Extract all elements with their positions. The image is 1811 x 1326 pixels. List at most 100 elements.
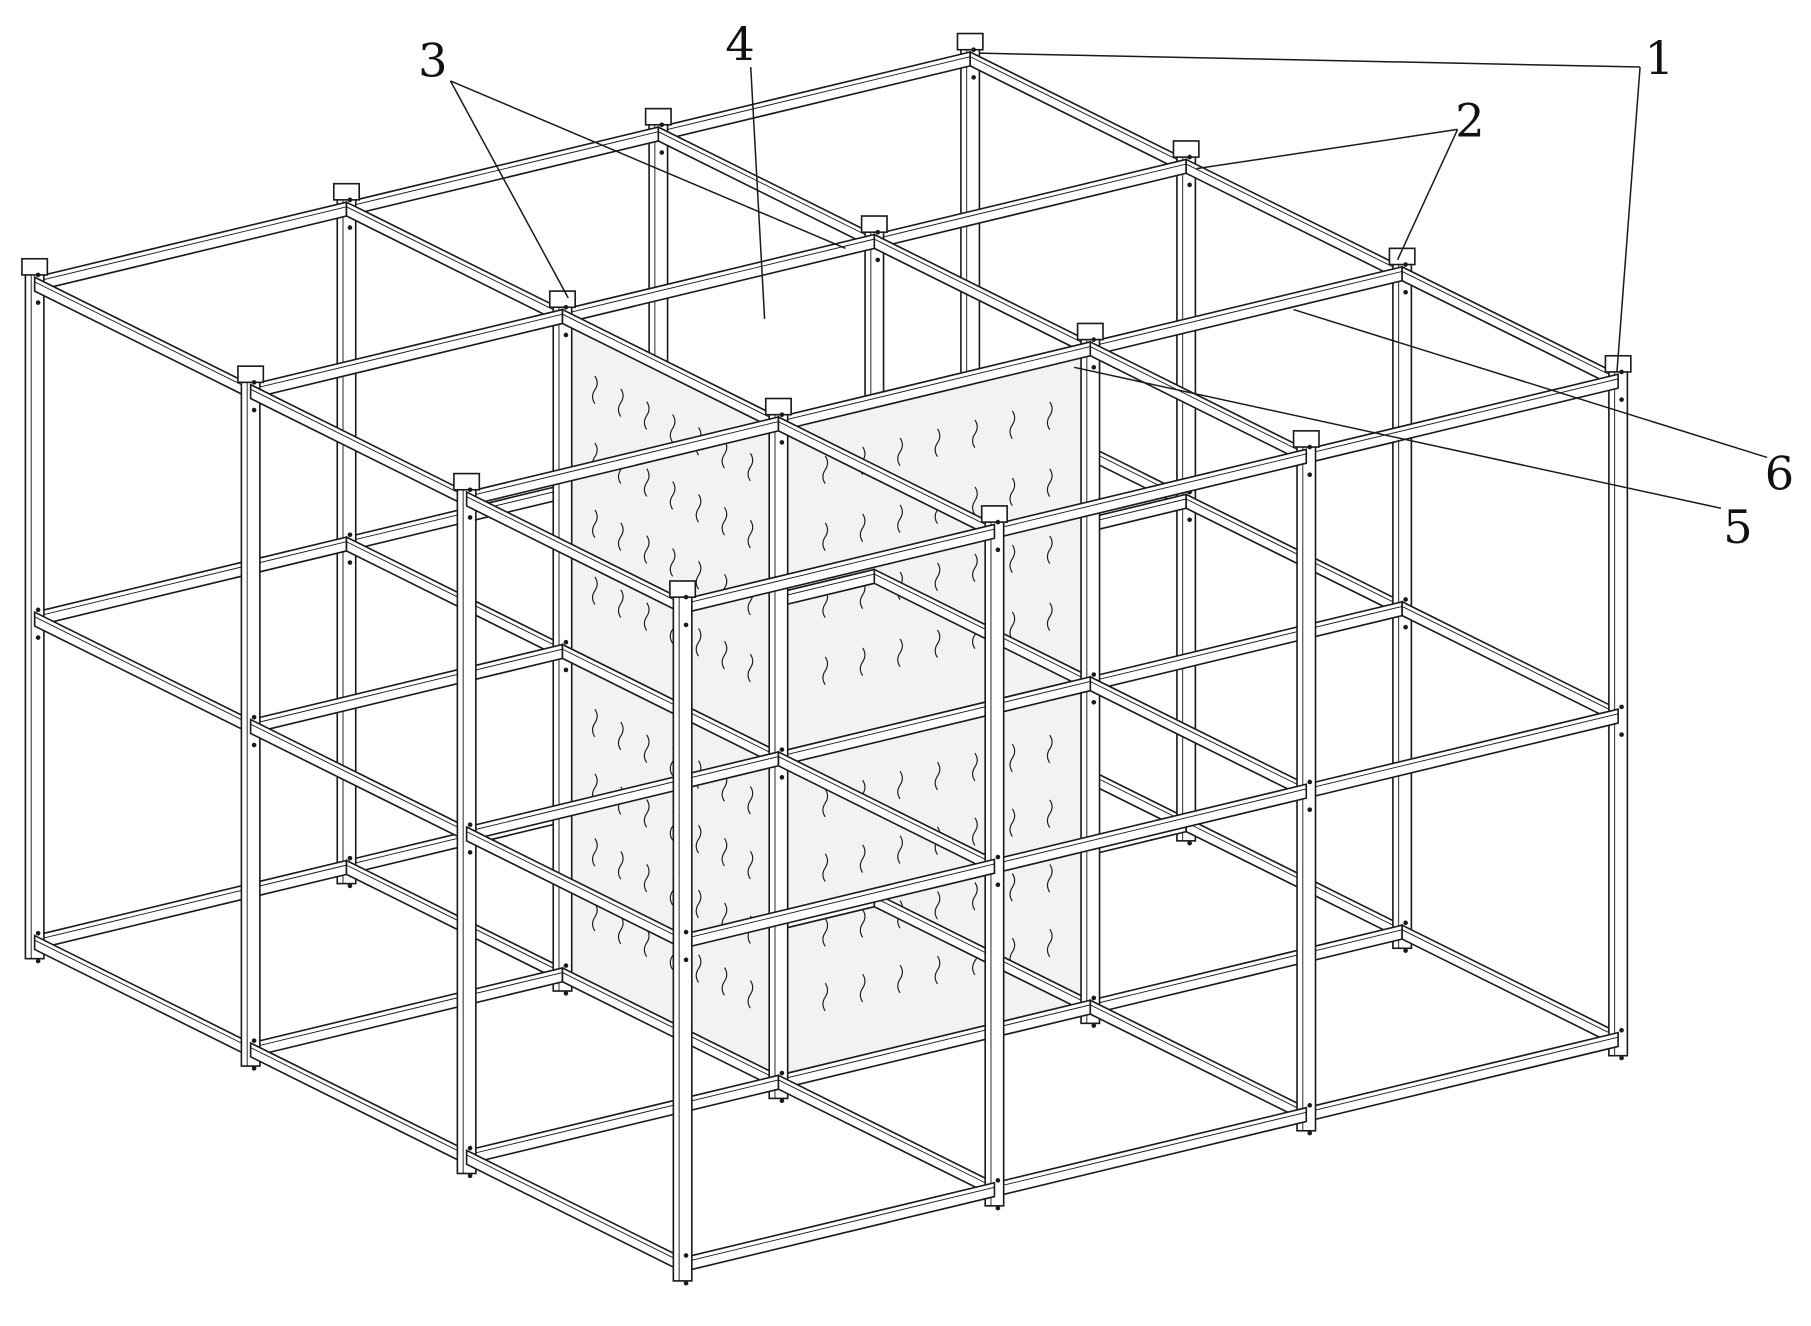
panel-wave-mark xyxy=(617,721,624,751)
panel-wave-mark xyxy=(934,428,941,457)
bolt-hole xyxy=(467,1145,473,1151)
corner-connector xyxy=(453,472,481,491)
panel-wave-mark xyxy=(617,388,624,417)
beam-face xyxy=(1089,265,1403,357)
bolt-hole xyxy=(1307,472,1313,478)
bolt-hole xyxy=(659,150,665,155)
bolt-hole xyxy=(971,47,976,53)
panel-wave-mark xyxy=(822,918,829,947)
panel-wave-mark xyxy=(897,504,903,533)
leader-5 xyxy=(1073,366,1722,509)
bolt-hole xyxy=(779,1098,785,1104)
panel-wave-mark xyxy=(934,761,941,791)
bolt-hole xyxy=(35,607,41,613)
bolt-hole xyxy=(1619,704,1624,710)
beam-edge xyxy=(1090,271,1403,347)
panel-wave-mark xyxy=(643,734,650,763)
panel-wave-mark xyxy=(747,850,754,880)
panel-wave-mark xyxy=(695,494,702,523)
beam-edge xyxy=(994,788,1307,865)
bolt-hole xyxy=(971,75,976,80)
beam-edge xyxy=(34,281,251,390)
bolt-hole xyxy=(35,930,41,936)
corner-connector xyxy=(332,182,361,201)
bolt-hole xyxy=(683,957,689,963)
panel-wave-mark xyxy=(934,562,941,591)
corner-connector xyxy=(764,397,792,416)
bolt-hole xyxy=(683,929,689,935)
panel-wave-mark xyxy=(643,799,650,828)
panel-wave-mark xyxy=(695,825,702,854)
bolt-hole xyxy=(1187,840,1192,846)
beam-along-right xyxy=(1305,1031,1619,1123)
beam-face xyxy=(777,1074,996,1198)
corner-connector xyxy=(860,215,888,234)
bolt-hole xyxy=(683,622,689,628)
panel-wave-mark xyxy=(1009,544,1016,573)
panel-wave-mark xyxy=(1046,468,1053,497)
beam-along-left xyxy=(1401,923,1619,1048)
corner-connector xyxy=(1172,140,1200,158)
callout-4: 4 xyxy=(725,17,754,71)
beam-edge xyxy=(874,573,1091,682)
bolt-hole xyxy=(347,532,353,538)
panel-wave-mark xyxy=(591,902,598,932)
leader-1b xyxy=(1616,66,1641,373)
beam-edge xyxy=(1306,378,1619,455)
beam-edge xyxy=(1090,346,1307,455)
beam-face xyxy=(993,1106,1308,1198)
beam-along-left xyxy=(1401,600,1619,725)
beam-edge xyxy=(466,756,779,833)
panel-wave-mark xyxy=(1009,808,1016,837)
bolt-hole xyxy=(779,1070,785,1076)
bolt-hole xyxy=(347,225,353,230)
bolt-hole xyxy=(875,229,881,235)
callout-6: 6 xyxy=(1765,447,1794,501)
callout-3: 3 xyxy=(418,33,447,87)
bolt-hole xyxy=(1619,1027,1624,1033)
bolt-hole xyxy=(1403,948,1408,953)
bolt-hole xyxy=(251,714,257,720)
beam-along-right xyxy=(33,201,348,293)
bolt-hole xyxy=(563,667,569,673)
panel-wave-mark xyxy=(897,964,903,994)
beam-edge xyxy=(658,56,971,133)
beam-edge xyxy=(778,756,995,865)
beam-face xyxy=(249,966,564,1058)
panel-wave-mark xyxy=(1009,410,1016,439)
bolt-hole xyxy=(1091,1023,1097,1028)
callout-2: 2 xyxy=(1455,93,1484,147)
leader-2a xyxy=(1196,128,1458,170)
beam-face xyxy=(465,1149,684,1273)
beam-edge xyxy=(466,496,683,605)
corner-connector xyxy=(21,257,49,276)
panel-wave-mark xyxy=(591,509,598,538)
beam-along-left xyxy=(873,233,1092,358)
beam-along-right xyxy=(657,50,971,142)
panel-wave-mark xyxy=(695,561,702,590)
beam-edge xyxy=(1401,271,1619,380)
corner-connector xyxy=(644,107,672,126)
panel-wave-mark xyxy=(643,928,650,957)
beam-edge xyxy=(562,238,875,315)
bolt-hole xyxy=(1619,397,1624,402)
bolt-hole xyxy=(1187,517,1192,523)
bolt-hole xyxy=(563,639,569,645)
bolt-hole xyxy=(467,1173,473,1179)
beam-along-right xyxy=(249,643,564,735)
panel-wave-mark xyxy=(591,375,598,404)
panel-wave-mark xyxy=(822,522,829,551)
beam-edge xyxy=(778,346,1091,423)
panel-wave-mark xyxy=(747,519,754,549)
beam-edge xyxy=(778,421,995,530)
beam-edge xyxy=(682,528,995,605)
bolt-hole xyxy=(1187,154,1192,160)
corner-connector xyxy=(1292,430,1320,448)
beam-along-right xyxy=(1089,265,1403,357)
panel-wave-mark xyxy=(1009,611,1016,640)
column xyxy=(764,397,792,1104)
beam-along-right xyxy=(993,1106,1308,1198)
bolt-hole xyxy=(563,963,569,968)
